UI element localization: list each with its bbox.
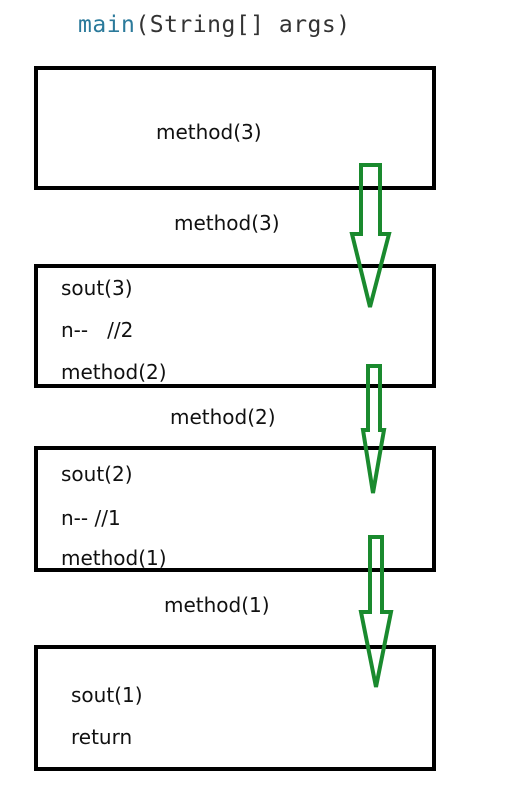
diagram-title: main(String[] args) [78, 12, 351, 38]
down-arrow-icon [360, 364, 387, 494]
frame-line: n-- //1 [61, 506, 121, 530]
call-label-1: method(3) [174, 211, 280, 235]
down-arrow-icon [349, 163, 392, 308]
down-arrow-icon [358, 535, 394, 688]
frame-line: n-- //2 [61, 318, 134, 342]
frame-line: return [71, 725, 133, 749]
title-signature: (String[] args) [135, 12, 351, 38]
frame-line: method(1) [61, 546, 167, 570]
frame-line: method(2) [61, 360, 167, 384]
stack-frame-main: method(3) [34, 66, 436, 190]
call-label-2: method(2) [170, 405, 276, 429]
stack-frame-method-3: sout(3) n-- //2 method(2) [34, 264, 436, 388]
title-function-name: main [78, 12, 136, 38]
call-label-3: method(1) [164, 593, 270, 617]
stack-frame-method-1: sout(1) return [34, 645, 436, 771]
frame-line: sout(3) [61, 276, 133, 300]
frame-line: method(3) [156, 120, 262, 144]
frame-line: sout(1) [71, 683, 143, 707]
frame-line: sout(2) [61, 462, 133, 486]
